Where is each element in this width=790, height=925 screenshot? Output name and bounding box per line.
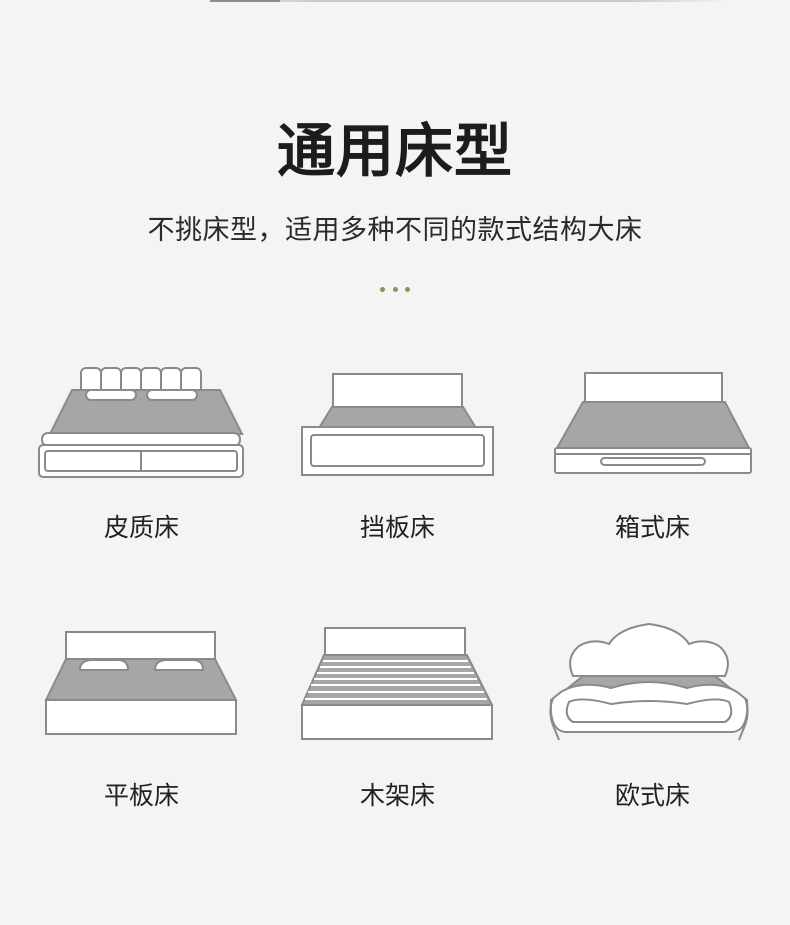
bed-type-card: 木架床 bbox=[266, 618, 529, 848]
bed-type-label: 皮质床 bbox=[103, 513, 179, 542]
bed-type-card: 挡板床 bbox=[266, 350, 529, 580]
bed-type-label: 挡板床 bbox=[359, 513, 435, 542]
decorative-dots bbox=[380, 284, 410, 294]
page-subtitle: 不挑床型，适用多种不同的款式结构大床 bbox=[147, 215, 643, 246]
wooden-frame-bed-icon bbox=[300, 627, 494, 740]
top-divider bbox=[210, 0, 730, 2]
bed-type-label: 箱式床 bbox=[614, 513, 690, 542]
bed-type-card: 皮质床 bbox=[10, 350, 273, 580]
bed-type-label: 欧式床 bbox=[614, 781, 690, 810]
bed-type-label: 木架床 bbox=[359, 781, 435, 810]
bed-type-card: 平板床 bbox=[10, 618, 273, 848]
panel-bed-icon bbox=[301, 373, 494, 476]
bed-type-label: 平板床 bbox=[103, 781, 179, 810]
leather-bed-icon bbox=[38, 367, 244, 478]
bed-type-card: 箱式床 bbox=[521, 350, 784, 580]
european-bed-icon bbox=[549, 622, 749, 741]
platform-bed-icon bbox=[44, 631, 238, 735]
bed-type-card: 欧式床 bbox=[521, 618, 784, 848]
page-title: 通用床型 bbox=[276, 117, 513, 185]
box-bed-icon bbox=[554, 372, 752, 474]
